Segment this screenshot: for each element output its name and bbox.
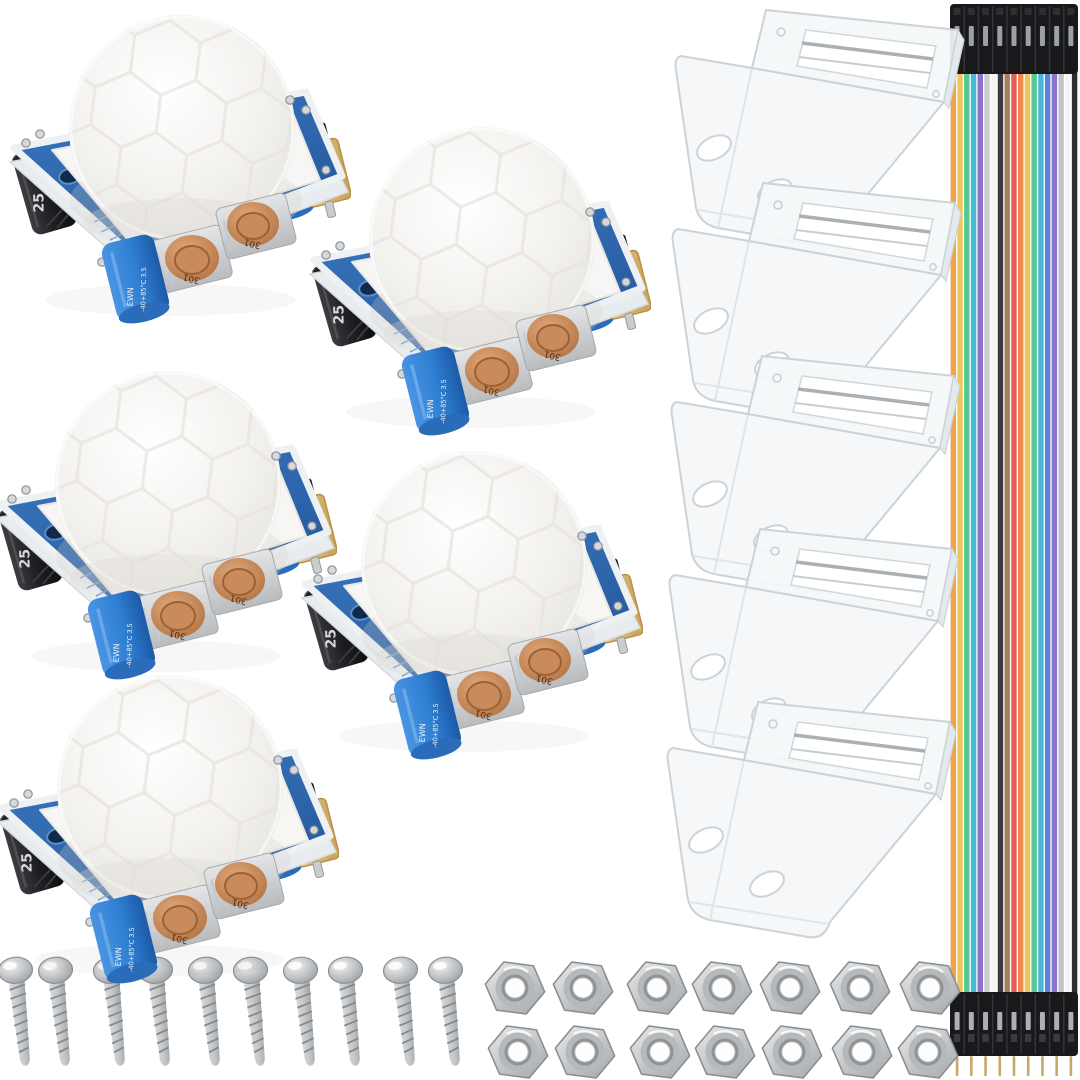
hex-nut bbox=[627, 1022, 693, 1080]
screw bbox=[425, 953, 475, 1073]
pir-sensor-module bbox=[0, 356, 337, 696]
hex-nut bbox=[482, 958, 548, 1018]
jumper-wire bbox=[984, 70, 990, 998]
pir-sensor-module bbox=[6, 0, 351, 340]
jumper-wire bbox=[1044, 70, 1051, 998]
jumper-wire bbox=[1038, 70, 1044, 998]
hex-nut bbox=[552, 1022, 618, 1080]
header-pin bbox=[1041, 1056, 1044, 1076]
acrylic-bracket bbox=[640, 694, 960, 954]
hex-nut bbox=[895, 1022, 961, 1080]
screw bbox=[380, 953, 430, 1073]
jumper-wire bbox=[1065, 70, 1071, 998]
jumper-wire bbox=[1011, 70, 1017, 998]
hex-nut bbox=[757, 958, 823, 1018]
jumper-wire bbox=[997, 70, 1004, 998]
pir-sensor-module bbox=[306, 112, 651, 452]
pir-sensor-module bbox=[298, 436, 643, 776]
hex-nut bbox=[624, 958, 690, 1018]
jumper-wire bbox=[977, 70, 983, 998]
jumper-wire-ribbon bbox=[950, 4, 1078, 1076]
jumper-wire bbox=[1058, 70, 1064, 998]
jumper-wire bbox=[1024, 70, 1031, 998]
header-pin bbox=[1069, 1056, 1073, 1076]
jumper-wire bbox=[1051, 70, 1058, 998]
hex-nut bbox=[759, 1022, 825, 1080]
jumper-wire bbox=[1071, 70, 1078, 998]
header-pin bbox=[1026, 1056, 1030, 1076]
jumper-wire bbox=[991, 70, 997, 998]
jumper-wire bbox=[964, 70, 970, 998]
header-pin bbox=[970, 1056, 973, 1076]
pir-sensor-module bbox=[0, 660, 339, 1000]
header-pin bbox=[984, 1056, 987, 1076]
header-pin bbox=[1012, 1056, 1016, 1076]
jumper-wire bbox=[1004, 70, 1010, 998]
hex-nut bbox=[827, 958, 893, 1018]
header-pin bbox=[955, 1056, 959, 1076]
jumper-wire bbox=[1031, 70, 1037, 998]
jumper-wire bbox=[1017, 70, 1024, 998]
hex-nut bbox=[897, 958, 963, 1018]
header-pin bbox=[998, 1056, 1002, 1076]
hex-nut bbox=[829, 1022, 895, 1080]
hex-nut bbox=[485, 1022, 551, 1080]
hex-nut bbox=[550, 958, 616, 1018]
header-pin bbox=[1055, 1056, 1058, 1076]
hex-nut bbox=[692, 1022, 758, 1080]
jumper-wire bbox=[950, 70, 957, 998]
jumper-wire bbox=[957, 70, 963, 998]
hex-nut bbox=[689, 958, 755, 1018]
jumper-wire bbox=[970, 70, 977, 998]
